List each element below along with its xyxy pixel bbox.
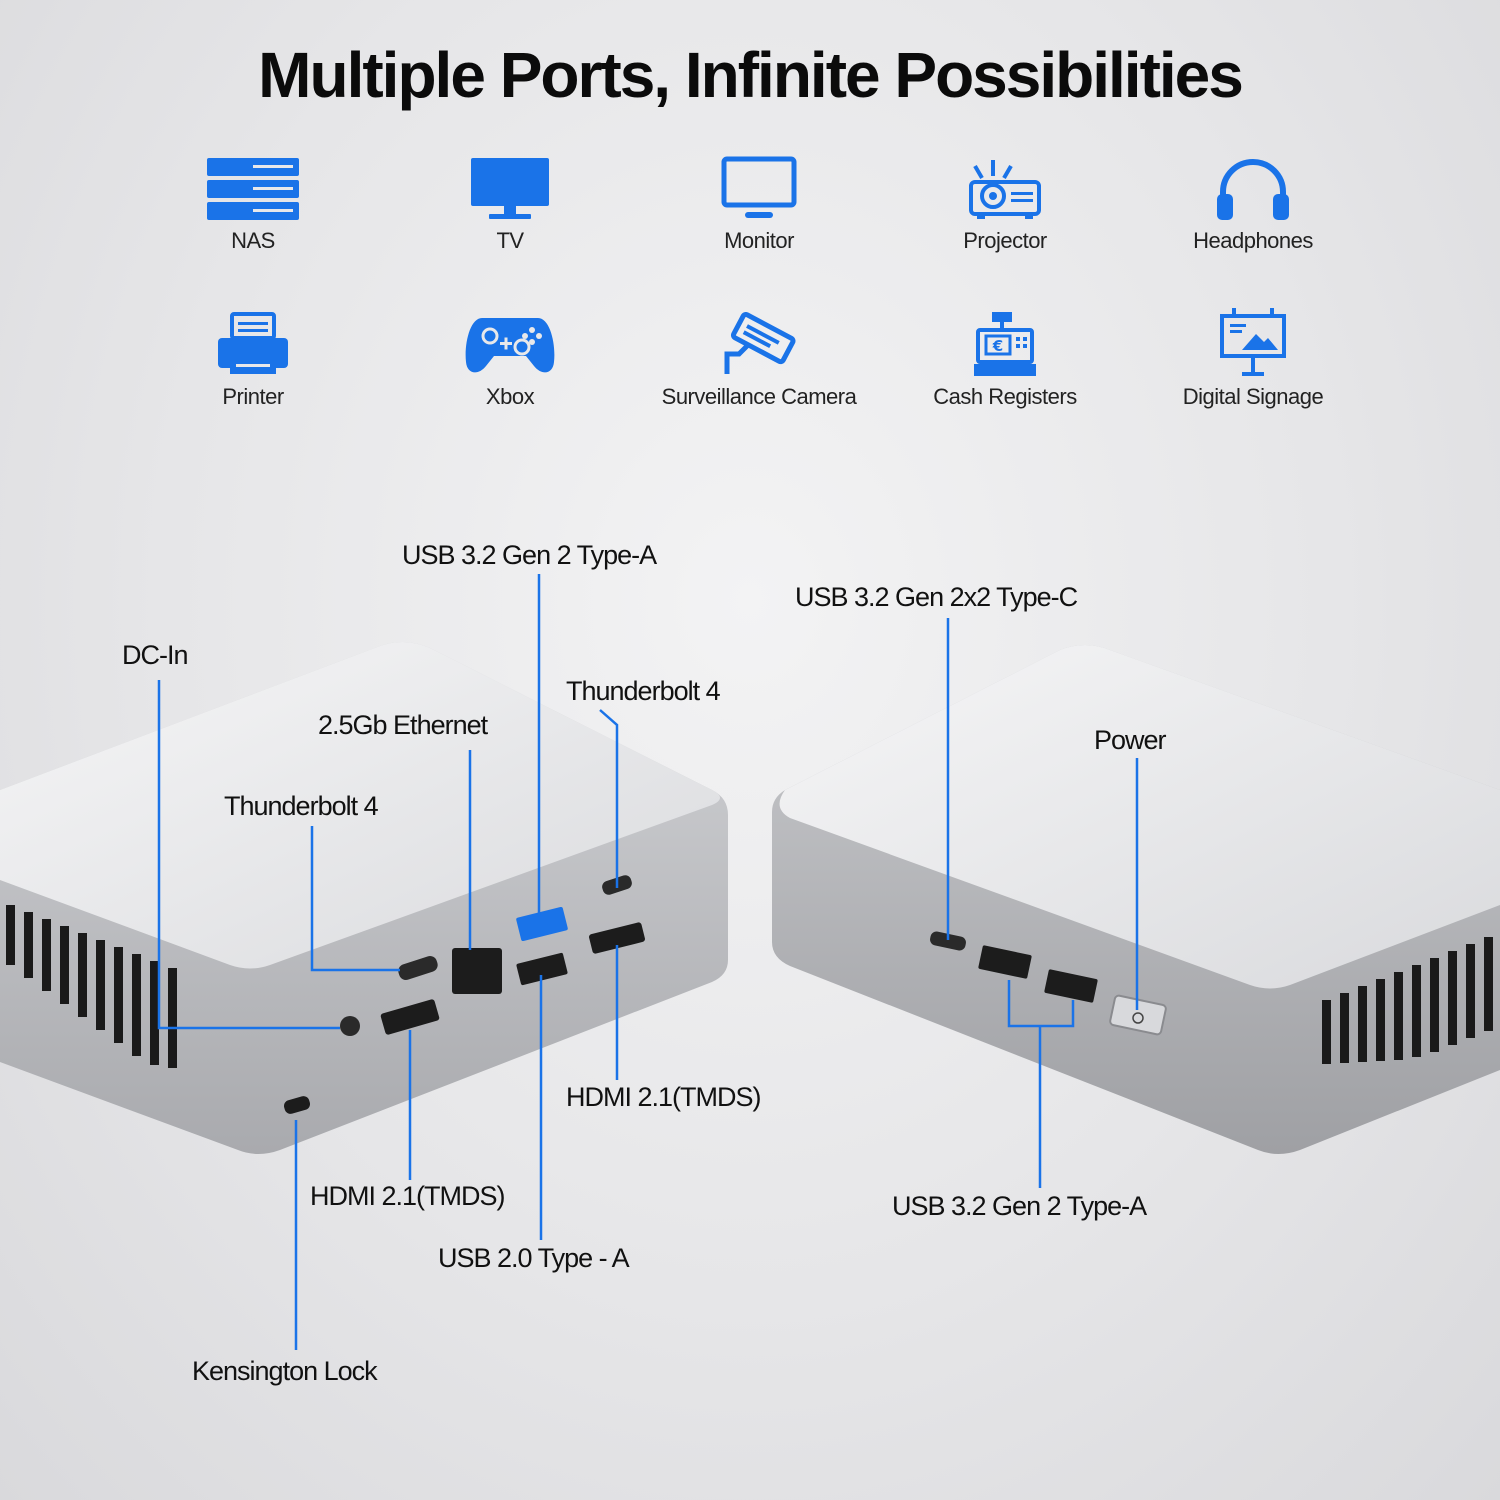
device-monitor: Monitor bbox=[634, 150, 884, 254]
callout-lines bbox=[157, 574, 1139, 1350]
thunderbolt-port bbox=[398, 956, 438, 980]
power-button bbox=[1109, 994, 1167, 1036]
device-projector: Projector bbox=[880, 150, 1130, 254]
device-label: Printer bbox=[222, 384, 284, 409]
label-thunderbolt-right: Thunderbolt 4 bbox=[566, 676, 721, 706]
label-hdmi-left: HDMI 2.1(TMDS) bbox=[310, 1181, 505, 1211]
device-label: Surveillance Camera bbox=[661, 384, 857, 409]
label-thunderbolt-left: Thunderbolt 4 bbox=[224, 791, 379, 821]
label-hdmi-right: HDMI 2.1(TMDS) bbox=[566, 1082, 761, 1112]
device-label: NAS bbox=[231, 228, 275, 253]
device-nas: NAS bbox=[128, 150, 378, 254]
hdmi-port bbox=[380, 999, 440, 1035]
device-label: Monitor bbox=[724, 228, 794, 253]
label-dc-in: DC-In bbox=[122, 640, 189, 670]
monitor-icon bbox=[721, 156, 797, 218]
svg-text:€: € bbox=[992, 337, 1003, 355]
device-digital-signage: Digital Signage bbox=[1128, 306, 1378, 410]
vent-grille bbox=[1322, 937, 1493, 1064]
device-label: Xbox bbox=[485, 384, 535, 409]
page-title: Multiple Ports, Infinite Possibilities bbox=[258, 39, 1244, 111]
label-ethernet: 2.5Gb Ethernet bbox=[318, 710, 488, 740]
hdmi-port bbox=[589, 922, 645, 954]
device-label: Digital Signage bbox=[1182, 384, 1324, 409]
device-cash-registers: € Cash Registers bbox=[880, 306, 1130, 410]
gamepad-icon bbox=[465, 318, 555, 373]
projector-icon bbox=[969, 160, 1041, 219]
usb-a-port bbox=[978, 945, 1032, 979]
label-usb-a-10g: USB 3.2 Gen 2 Type-A bbox=[402, 540, 657, 570]
camera-icon bbox=[724, 312, 796, 374]
tv-icon bbox=[471, 158, 549, 219]
dc-in-port bbox=[340, 1016, 360, 1036]
usb-2-port bbox=[516, 952, 568, 986]
device-headphones: Headphones bbox=[1128, 150, 1378, 254]
label-kensington: Kensington Lock bbox=[192, 1356, 378, 1386]
headphones-icon bbox=[1217, 159, 1289, 220]
ethernet-port bbox=[452, 948, 502, 994]
label-power: Power bbox=[1094, 725, 1167, 755]
label-usb-c: USB 3.2 Gen 2x2 Type-C bbox=[795, 582, 1078, 612]
label-usb-a-front: USB 3.2 Gen 2 Type-A bbox=[892, 1191, 1147, 1221]
device-label: Cash Registers bbox=[933, 384, 1077, 409]
nas-icon bbox=[207, 158, 299, 220]
power-icon bbox=[1132, 1012, 1144, 1024]
device-label: TV bbox=[496, 228, 524, 253]
label-usb-2: USB 2.0 Type - A bbox=[438, 1243, 630, 1273]
device-tv: TV bbox=[385, 150, 635, 254]
usb-c-port bbox=[930, 931, 966, 951]
kensington-slot bbox=[283, 1096, 311, 1114]
device-printer: Printer bbox=[128, 306, 378, 410]
signage-icon bbox=[1220, 308, 1286, 376]
cash-register-icon: € bbox=[974, 312, 1036, 376]
device-xbox: Xbox bbox=[385, 306, 635, 410]
usb-a-10g-port bbox=[516, 906, 568, 942]
device-label: Headphones bbox=[1193, 228, 1313, 253]
device-surveillance-camera: Surveillance Camera bbox=[634, 306, 884, 410]
vent-grille bbox=[6, 905, 177, 1068]
usb-a-port bbox=[1044, 969, 1098, 1003]
printer-icon bbox=[218, 312, 288, 374]
device-label: Projector bbox=[963, 228, 1047, 253]
